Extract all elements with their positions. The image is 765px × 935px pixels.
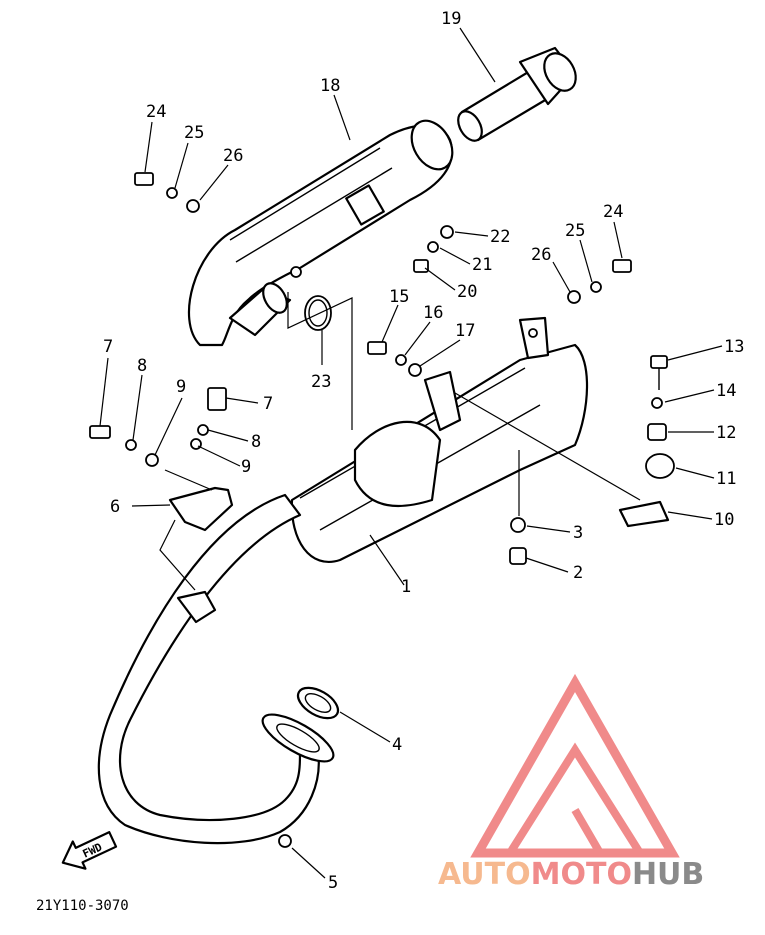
callout-19: 19 (441, 9, 461, 29)
diagram-code: 21Y110-3070 (36, 898, 129, 914)
callout-24-right: 24 (603, 202, 623, 222)
callout-4: 4 (392, 735, 402, 755)
callout-25-left: 25 (184, 123, 204, 143)
muffler-1 (290, 316, 589, 563)
callout-23: 23 (311, 372, 331, 392)
watermark-text: AUTOMOTOHUB (438, 857, 704, 892)
exhaust-gasket-4 (296, 686, 340, 720)
callout-13: 13 (724, 337, 744, 357)
watermark-triangle (470, 673, 680, 858)
callout-9-center: 9 (241, 457, 251, 477)
callout-7-left: 7 (103, 337, 113, 357)
callout-18: 18 (320, 76, 340, 96)
callout-1: 1 (401, 577, 411, 597)
watermark-mark (506, 742, 648, 857)
callout-2: 2 (573, 563, 583, 583)
callout-6: 6 (110, 497, 120, 517)
fwd-arrow: FWD (61, 831, 118, 870)
callout-24-left: 24 (146, 102, 166, 122)
gasket-23 (304, 295, 332, 331)
callout-5: 5 (328, 873, 338, 893)
callout-17: 17 (455, 321, 475, 341)
callout-22: 22 (490, 227, 510, 247)
watermark-hub: HUB (632, 857, 704, 892)
callout-14: 14 (716, 381, 736, 401)
callout-8-center: 8 (251, 432, 261, 452)
callout-11: 11 (716, 469, 736, 489)
callout-15: 15 (389, 287, 409, 307)
watermark-moto: MOTO (531, 857, 632, 892)
callout-3: 3 (573, 523, 583, 543)
tail-pipe-19 (457, 46, 577, 142)
callout-10: 10 (714, 510, 734, 530)
exhaust-flange (261, 713, 335, 763)
leader-lines (99, 27, 723, 879)
callouts: 19 18 24 25 26 22 21 20 26 25 24 15 16 1… (103, 9, 744, 893)
callout-20: 20 (457, 282, 477, 302)
watermark-logo: AUTOMOTOHUB (438, 673, 704, 892)
callout-21: 21 (472, 255, 492, 275)
watermark-auto: AUTO (438, 857, 531, 892)
callout-26-right: 26 (531, 245, 551, 265)
callout-25-right: 25 (565, 221, 585, 241)
callout-26-left: 26 (223, 146, 243, 166)
exhaust-pipe-18 (187, 119, 454, 347)
hardware (89, 172, 675, 848)
callout-8-left: 8 (137, 356, 147, 376)
callout-12: 12 (716, 423, 736, 443)
callout-9-left: 9 (176, 377, 186, 397)
header-pipe-1 (97, 493, 320, 845)
callout-16: 16 (423, 303, 443, 323)
callout-7-center: 7 (263, 394, 273, 414)
